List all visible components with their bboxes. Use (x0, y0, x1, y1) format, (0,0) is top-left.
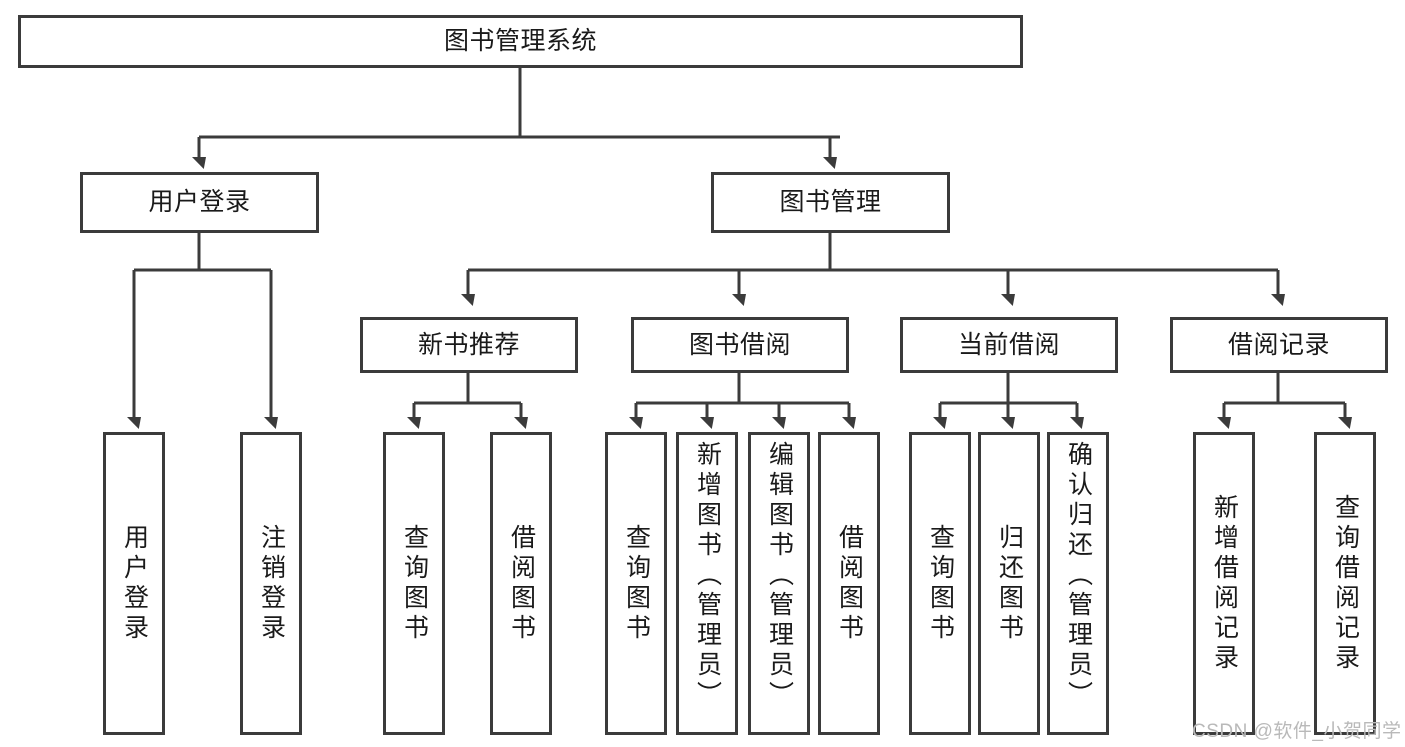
leaf-borrow-book-2[interactable]: 借阅图书 (818, 432, 880, 735)
leaf-label: 用户登录 (120, 523, 149, 644)
node-borrow-record[interactable]: 借阅记录 (1170, 317, 1388, 373)
leaf-query-book-1[interactable]: 查询图书 (383, 432, 445, 735)
leaf-edit-book[interactable]: 编辑图书（管理员） (748, 432, 810, 735)
leaf-return-book[interactable]: 归还图书 (978, 432, 1040, 735)
leaf-label: 归还图书 (995, 523, 1024, 644)
node-root-system[interactable]: 图书管理系统 (18, 15, 1023, 68)
leaf-add-record[interactable]: 新增借阅记录 (1193, 432, 1255, 735)
leaf-label: 借阅图书 (507, 523, 536, 644)
node-book-management[interactable]: 图书管理 (711, 172, 950, 233)
leaf-borrow-book-1[interactable]: 借阅图书 (490, 432, 552, 735)
csdn-watermark: CSDN @软件_小贺同学 (1192, 721, 1402, 742)
leaf-label: 查询图书 (926, 523, 955, 644)
node-new-book-recommend[interactable]: 新书推荐 (360, 317, 578, 373)
leaf-label: 查询图书 (622, 523, 651, 644)
leaf-label: 确认归还（管理员） (1064, 441, 1093, 711)
leaf-label: 查询借阅记录 (1331, 493, 1360, 674)
leaf-add-book[interactable]: 新增图书（管理员） (676, 432, 738, 735)
leaf-query-book-3[interactable]: 查询图书 (909, 432, 971, 735)
leaf-label: 借阅图书 (835, 523, 864, 644)
leaf-label: 编辑图书（管理员） (765, 441, 794, 711)
leaf-query-book-2[interactable]: 查询图书 (605, 432, 667, 735)
node-current-borrow[interactable]: 当前借阅 (900, 317, 1118, 373)
leaf-label: 新增图书（管理员） (693, 441, 722, 711)
node-book-borrow[interactable]: 图书借阅 (631, 317, 849, 373)
leaf-label: 注销登录 (257, 523, 286, 644)
leaf-confirm-return[interactable]: 确认归还（管理员） (1047, 432, 1109, 735)
leaf-logout-login[interactable]: 注销登录 (240, 432, 302, 735)
leaf-query-record[interactable]: 查询借阅记录 (1314, 432, 1376, 735)
leaf-label: 新增借阅记录 (1210, 493, 1239, 674)
leaf-label: 查询图书 (400, 523, 429, 644)
leaf-user-login[interactable]: 用户登录 (103, 432, 165, 735)
node-user-login[interactable]: 用户登录 (80, 172, 319, 233)
